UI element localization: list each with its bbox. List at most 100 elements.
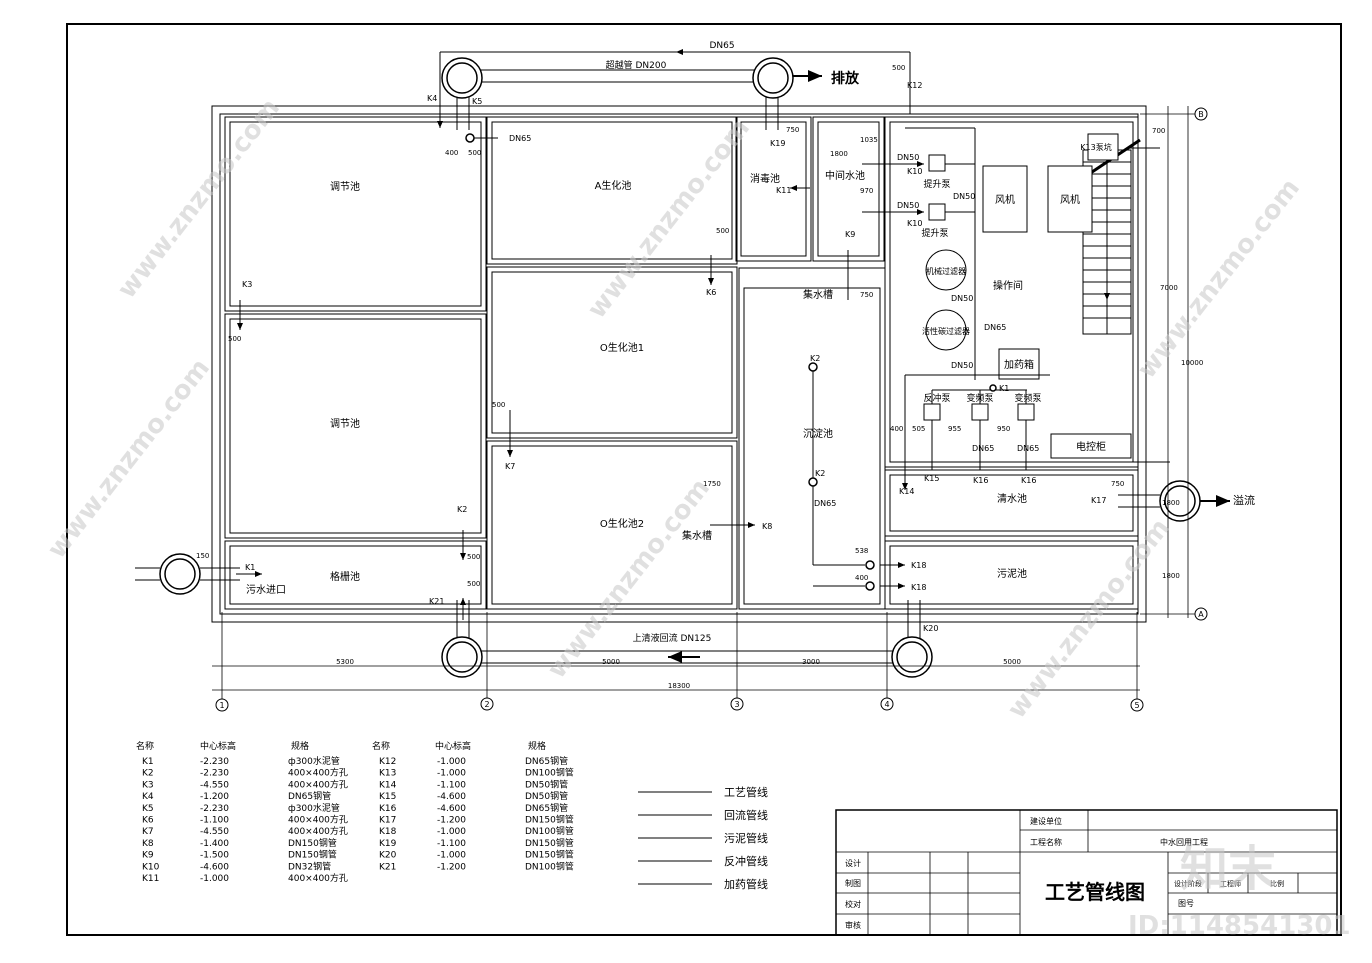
svg-text:5300: 5300 <box>336 658 354 666</box>
svg-text:500: 500 <box>492 401 505 409</box>
valve-table-cell: K21 <box>379 862 396 872</box>
valve-k12: K12 <box>907 81 922 90</box>
svg-text:5000: 5000 <box>1003 658 1021 666</box>
svg-text:B: B <box>1198 110 1204 119</box>
svg-text:150: 150 <box>196 552 209 560</box>
watermark-brand: 知末 <box>1180 841 1276 897</box>
legend-item-backwash: 反冲管线 <box>724 854 768 868</box>
valve-table-cell: -1.000 <box>437 757 466 767</box>
valve-k2c: K2 <box>815 469 825 478</box>
label-bypass: 超越管 DN200 <box>606 59 667 71</box>
legend-item-dosing: 加药管线 <box>724 877 768 891</box>
svg-text:www.znzmo.com: www.znzmo.com <box>542 473 716 684</box>
valve-k16b: K16 <box>1021 476 1036 485</box>
equipment <box>923 133 1132 459</box>
valve-table-cell: K14 <box>379 780 397 790</box>
valve-table-cell: 400×400方孔 <box>288 825 348 837</box>
valve-table-cell: DN50钢管 <box>525 790 568 802</box>
valve-table-cell: K11 <box>142 874 159 884</box>
valve-table-cell: -4.600 <box>437 804 466 814</box>
valve-table-cell: DN150钢管 <box>525 837 574 849</box>
valve-table-cell: K5 <box>142 804 154 814</box>
drawing-frame <box>66 23 1342 936</box>
label-inlet: 污水进口 <box>246 584 286 596</box>
valve-table-cell: DN100钢管 <box>525 860 574 872</box>
valve-k15: K15 <box>924 474 939 483</box>
svg-text:设计阶段: 设计阶段 <box>1174 879 1202 888</box>
label-clear-water: 清水池 <box>997 492 1027 505</box>
label-vfd-1: 变频泵 <box>966 392 993 404</box>
svg-text:400: 400 <box>445 149 458 157</box>
valve-table-cell: -1.100 <box>437 839 466 849</box>
valve-table-cell: -1.400 <box>200 839 229 849</box>
valve-k2b: K2 <box>810 354 820 363</box>
svg-text:中水回用工程: 中水回用工程 <box>1160 837 1208 847</box>
valve-table-cell: K20 <box>379 851 397 861</box>
label-vfd-2: 变频泵 <box>1014 392 1041 404</box>
valve-table-cell: DN65钢管 <box>525 755 568 767</box>
svg-text:970: 970 <box>860 187 873 195</box>
valve-table-cell: -2.230 <box>200 769 229 779</box>
valve-table-cell: DN150钢管 <box>525 849 574 861</box>
label-mech-filter: 机械过滤器 <box>926 266 966 276</box>
valve-table-cell: DN32钢管 <box>288 860 331 872</box>
svg-text:4: 4 <box>884 700 889 709</box>
size-dn50e: DN50 <box>951 361 973 370</box>
stairs <box>1064 138 1141 335</box>
valve-table-cell: K19 <box>379 839 397 849</box>
label-collect-top: 集水槽 <box>803 288 833 301</box>
svg-text:5000: 5000 <box>602 658 620 666</box>
svg-text:500: 500 <box>892 64 905 72</box>
svg-text:www.znzmo.com: www.znzmo.com <box>112 93 286 304</box>
backwash-pump <box>923 403 941 421</box>
label-gezha: 格栅池 <box>330 570 360 583</box>
size-dn50b: DN50 <box>953 192 975 201</box>
svg-text:规格: 规格 <box>291 740 309 752</box>
carbon-filter <box>925 309 967 351</box>
valve-k1: K1 <box>245 563 255 572</box>
svg-text:工程名称: 工程名称 <box>1030 837 1062 847</box>
valve-table-cell: K4 <box>142 792 154 802</box>
label-disinfection: 消毒池 <box>750 172 780 185</box>
svg-text:名称: 名称 <box>372 740 390 752</box>
svg-text:中心标高: 中心标高 <box>435 740 471 752</box>
valve-table-cell: K9 <box>142 851 154 861</box>
valve-table-cell: DN150钢管 <box>288 837 337 849</box>
size-dn65b: DN65 <box>814 499 836 508</box>
svg-text:7000: 7000 <box>1160 284 1178 292</box>
svg-text:1800: 1800 <box>1162 572 1180 580</box>
label-k13: K13泵坑 <box>1080 142 1111 152</box>
legend-item-return: 回流管线 <box>724 808 768 822</box>
label-operation-room: 操作间 <box>993 279 1023 292</box>
size-dn65e: DN65 <box>1017 444 1039 453</box>
label-fan-2: 风机 <box>1060 193 1080 206</box>
dimension-numbers: 400 500 500 500 500 500 500 500 750 750 … <box>196 64 1203 690</box>
control-cabinet <box>1050 433 1132 459</box>
label-sludge: 污泥池 <box>997 567 1027 580</box>
size-dn50a: DN50 <box>897 153 919 162</box>
valve-table-cell: K7 <box>142 827 154 837</box>
lift-pump-1 <box>928 154 946 172</box>
svg-text:1800: 1800 <box>830 150 848 158</box>
label-sedimentation: 沉淀池 <box>803 427 833 440</box>
valve-table-cell: -2.230 <box>200 757 229 767</box>
fan-1 <box>982 165 1028 233</box>
valve-table-cell: K8 <box>142 839 154 849</box>
valve-table-cell: -4.550 <box>200 780 229 790</box>
valve-table-cell: -1.200 <box>437 816 466 826</box>
valve-table-cell: -4.550 <box>200 827 229 837</box>
valve-table-cell: K17 <box>379 816 396 826</box>
valve-k10b: K10 <box>907 219 922 228</box>
svg-text:955: 955 <box>948 425 961 433</box>
svg-text:538: 538 <box>855 547 868 555</box>
svg-text:3: 3 <box>734 700 739 709</box>
label-fan-1: 风机 <box>995 193 1015 206</box>
svg-text:5: 5 <box>1134 701 1139 710</box>
label-tiaojie-1: 调节池 <box>330 180 360 193</box>
label-recirc: 上清液回流 DN125 <box>633 632 712 644</box>
size-dn50d: DN50 <box>951 294 973 303</box>
svg-text:校对: 校对 <box>845 899 861 909</box>
legend: 工艺管线 回流管线 污泥管线 反冲管线 加药管线 <box>638 785 768 891</box>
svg-text:工程师: 工程师 <box>1220 879 1241 888</box>
